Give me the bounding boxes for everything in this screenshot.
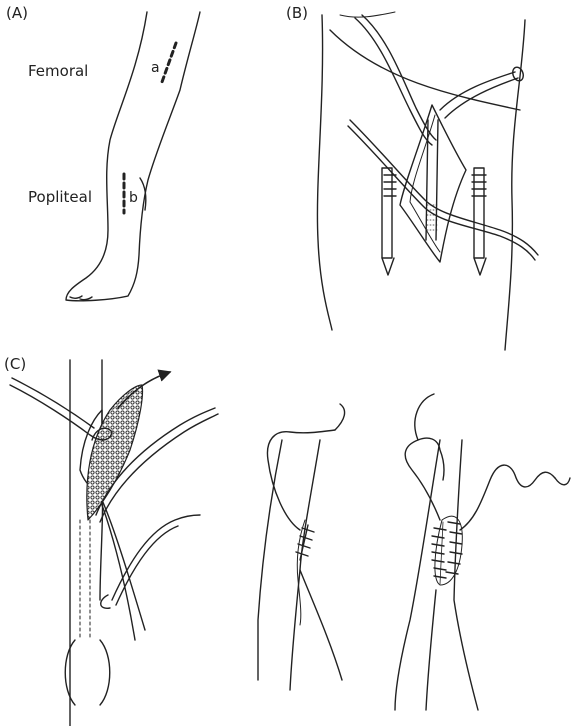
suture-thread [267, 430, 335, 530]
aneurysm-bulge [65, 640, 110, 705]
toe-lines [70, 296, 92, 300]
panel-b-exposure [317, 12, 538, 350]
panel-a-leg [66, 12, 200, 301]
femoral-incision-a [162, 43, 176, 82]
panel-c-embolectomy [10, 360, 218, 726]
vessel-loop-upper [355, 18, 432, 145]
leg-outline [66, 12, 200, 301]
sling-top [10, 385, 112, 440]
thigh-left-edge [317, 15, 332, 330]
panel-c-closure-2 [395, 394, 570, 710]
retractor-right [472, 168, 486, 258]
retractor-left [382, 168, 396, 258]
inguinal-fold [330, 30, 520, 110]
femoral-artery [426, 120, 438, 240]
suture-thread-right [460, 465, 555, 530]
panel-c-closure-1 [258, 404, 345, 690]
vessel-loop-lower [350, 120, 538, 255]
thrombus [87, 385, 143, 520]
patch-oval [435, 516, 462, 585]
cannula [440, 72, 518, 118]
